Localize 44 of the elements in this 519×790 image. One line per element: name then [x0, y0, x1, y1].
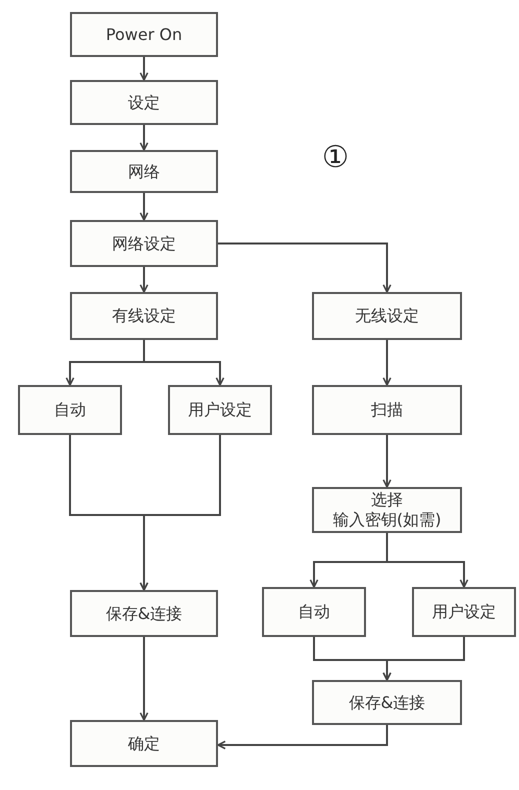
box-text: 扫描	[371, 400, 403, 420]
box-text: 自动	[298, 602, 330, 622]
arrow	[140, 267, 148, 293]
arrow	[140, 637, 148, 721]
box-text: 无线设定	[355, 306, 419, 326]
process-box	[412, 587, 516, 637]
process-box	[312, 292, 462, 340]
process-box	[70, 12, 218, 57]
process-box	[312, 680, 462, 725]
process-box	[70, 720, 218, 767]
arrow	[218, 242, 392, 293]
process-box	[70, 220, 218, 267]
arrow	[140, 125, 148, 151]
arrow	[217, 725, 388, 750]
arrow	[140, 57, 148, 81]
box-text: 设定	[128, 92, 160, 112]
process-box	[262, 587, 366, 637]
process-box	[18, 385, 122, 435]
box-text: 自动	[54, 400, 86, 420]
box-text: 有线设定	[112, 306, 176, 326]
box-text: 网络设定	[112, 234, 176, 254]
process-box	[70, 590, 218, 637]
process-box	[312, 385, 462, 435]
arrow	[140, 435, 221, 591]
arrow	[386, 533, 468, 588]
box-text: 网络	[128, 162, 160, 182]
box-text: Power On	[106, 24, 182, 44]
arrow	[382, 435, 392, 488]
box-text: 用户设定	[432, 602, 496, 622]
box-text: 保存&连接	[348, 692, 426, 712]
box-text: 确定	[128, 734, 160, 754]
arrow	[382, 340, 392, 386]
process-box	[70, 150, 218, 193]
arrow	[140, 193, 148, 221]
box-text: 输入密钥(如需)	[332, 510, 442, 530]
process-box	[168, 385, 272, 435]
box-text: 用户设定	[188, 400, 252, 420]
box-text: 保存&连接	[106, 604, 182, 624]
box-text: 选择	[371, 490, 403, 510]
arrow	[382, 637, 465, 681]
process-box	[70, 80, 218, 125]
process-box	[312, 487, 462, 533]
figure-number: ①	[322, 140, 349, 175]
process-box	[70, 292, 218, 340]
